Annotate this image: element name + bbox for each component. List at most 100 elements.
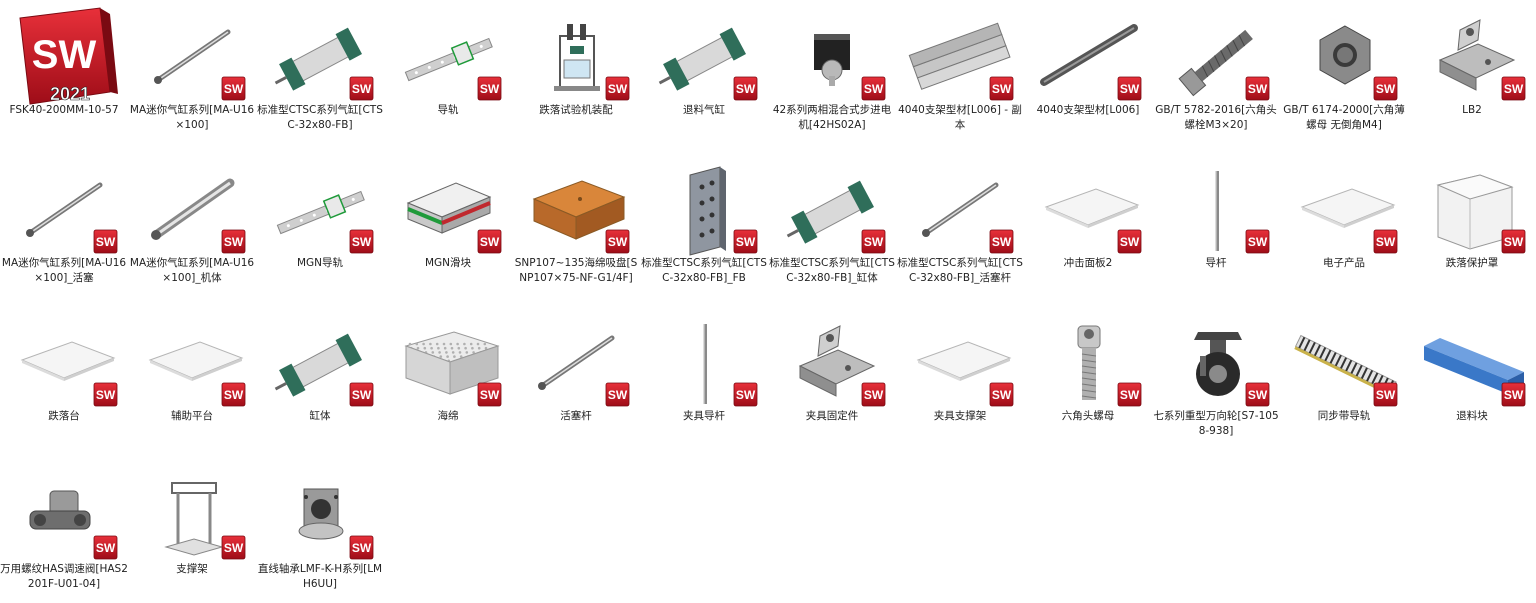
solidworks-badge-icon: SW (1373, 76, 1398, 101)
file-item[interactable]: SW 直线轴承LMF-K-H系列[LMH6UU] (256, 459, 384, 599)
svg-text:SW: SW (96, 541, 116, 555)
file-name-label: 活塞杆 (560, 410, 592, 422)
solidworks-badge-icon: SW (605, 229, 630, 254)
solidworks-badge-icon: SW (1501, 382, 1526, 407)
file-item[interactable]: SW GB/T 6174-2000[六角薄螺母 无倒角M4] (1280, 0, 1408, 140)
file-item[interactable]: SW 42系列两相混合式步进电机[42HS02A] (768, 0, 896, 140)
svg-text:SW: SW (1504, 235, 1524, 249)
file-item[interactable]: SW GB/T 5782-2016[六角头螺栓M3×20] (1152, 0, 1280, 140)
file-name-label: 夹具固定件 (805, 410, 859, 422)
file-item[interactable]: SW 六角头螺母 (1024, 306, 1152, 446)
part-thumbnail-icon (522, 163, 632, 259)
file-item[interactable]: SW 支撑架 (128, 459, 256, 599)
file-item[interactable]: SW 同步带导轨 (1280, 306, 1408, 446)
svg-text:SW: SW (736, 388, 756, 402)
svg-text:SW: SW (864, 388, 884, 402)
file-name-label: 跌落台 (48, 410, 80, 422)
file-item[interactable]: SW 辅助平台 (128, 306, 256, 446)
file-item[interactable]: SW 标准型CTSC系列气缸[CTSC-32x80-FB]_活塞杆 (896, 153, 1024, 293)
file-item[interactable]: SW MGN导轨 (256, 153, 384, 293)
part-thumbnail-icon (1034, 316, 1144, 412)
file-item[interactable]: SW 4040支架型材[L006] (1024, 0, 1152, 140)
part-thumbnail-icon (10, 163, 120, 259)
part-thumbnail-icon (778, 163, 888, 259)
part-thumbnail-icon (650, 10, 760, 106)
file-name-label: 4040支架型材[L006] (1036, 104, 1140, 116)
solidworks-badge-icon: SW (1501, 229, 1526, 254)
solidworks-badge-icon: SW (989, 229, 1014, 254)
file-item[interactable]: SW 退料气缸 (640, 0, 768, 140)
svg-text:SW: SW (1248, 235, 1268, 249)
file-item[interactable]: SW 跌落试验机装配 (512, 0, 640, 140)
part-thumbnail-icon (1034, 163, 1144, 259)
file-name-label: MGN滑块 (424, 257, 472, 269)
file-item[interactable]: SW MA迷你气缸系列[MA-U16×100]_活塞 (0, 153, 128, 293)
part-thumbnail-icon (138, 316, 248, 412)
solidworks-badge-icon: SW (733, 229, 758, 254)
file-item[interactable]: SW 标准型CTSC系列气缸[CTSC-32x80-FB] (256, 0, 384, 140)
file-item[interactable]: SW 导轨 (384, 0, 512, 140)
solidworks-badge-icon: SW (1501, 76, 1526, 101)
file-item[interactable]: SW 跌落台 (0, 306, 128, 446)
file-name-label: LB2 (1462, 104, 1482, 116)
part-thumbnail-icon (906, 10, 1016, 106)
file-item[interactable]: SW 导杆 (1152, 153, 1280, 293)
file-item[interactable]: SW 活塞杆 (512, 306, 640, 446)
file-item[interactable]: SW 电子产品 (1280, 153, 1408, 293)
svg-text:2021: 2021 (50, 84, 90, 104)
solidworks-badge-icon: SW (989, 382, 1014, 407)
file-item[interactable]: SW 冲击面板2 (1024, 153, 1152, 293)
svg-text:SW: SW (608, 82, 628, 96)
file-item[interactable]: SW MGN滑块 (384, 153, 512, 293)
file-item[interactable]: SW MA迷你气缸系列[MA-U16×100] (128, 0, 256, 140)
solidworks-badge-icon: SW (1117, 382, 1142, 407)
file-name-label: 六角头螺母 (1061, 410, 1115, 422)
part-thumbnail-icon (1418, 10, 1528, 106)
file-item[interactable]: SW 海绵 (384, 306, 512, 446)
file-name-label: 缸体 (309, 410, 331, 422)
file-item[interactable]: SW 标准型CTSC系列气缸[CTSC-32x80-FB]_缸体 (768, 153, 896, 293)
svg-text:SW: SW (1504, 388, 1524, 402)
file-item[interactable]: SW 万用螺纹HAS调速阀[HAS2201F-U01-04] (0, 459, 128, 599)
part-thumbnail-icon (266, 316, 376, 412)
solidworks-badge-icon: SW (477, 76, 502, 101)
part-thumbnail-icon (1418, 163, 1528, 259)
file-name-label: 跌落保护罩 (1445, 257, 1499, 269)
solidworks-badge-icon: SW (1373, 382, 1398, 407)
file-item[interactable]: SW 夹具支撑架 (896, 306, 1024, 446)
svg-text:SW: SW (736, 235, 756, 249)
file-name-label: GB/T 6174-2000[六角薄螺母 无倒角M4] (1283, 104, 1405, 131)
file-item[interactable]: SW 夹具导杆 (640, 306, 768, 446)
file-item[interactable]: SW MA迷你气缸系列[MA-U16×100]_机体 (128, 153, 256, 293)
svg-text:SW: SW (224, 388, 244, 402)
part-thumbnail-icon (10, 469, 120, 565)
file-item[interactable]: SW 七系列重型万向轮[S7-1058-938] (1152, 306, 1280, 446)
file-item[interactable]: SW SNP107~135海绵吸盘[SNP107×75-NF-G1/4F] (512, 153, 640, 293)
part-thumbnail-icon (650, 163, 760, 259)
svg-text:SW: SW (864, 235, 884, 249)
file-name-label: 导轨 (437, 104, 459, 116)
solidworks-badge-icon: SW (477, 229, 502, 254)
file-item[interactable]: SW 标准型CTSC系列气缸[CTSC-32x80-FB]_FB (640, 153, 768, 293)
solidworks-badge-icon: SW (989, 76, 1014, 101)
part-thumbnail-icon (650, 316, 760, 412)
file-item[interactable]: SW LB2 (1408, 0, 1536, 140)
file-item[interactable]: SW 夹具固定件 (768, 306, 896, 446)
file-item[interactable]: SW 缸体 (256, 306, 384, 446)
svg-text:SW: SW (992, 388, 1012, 402)
solidworks-badge-icon: SW (477, 382, 502, 407)
solidworks-badge-icon: SW (221, 535, 246, 560)
file-item[interactable]: SW 跌落保护罩 (1408, 153, 1536, 293)
file-item[interactable]: SW 2021 FSK40-200MM-10-57 (0, 0, 128, 140)
svg-text:SW: SW (352, 82, 372, 96)
part-thumbnail-icon (1162, 316, 1272, 412)
file-name-label: 退料块 (1456, 410, 1488, 422)
file-name-label: 标准型CTSC系列气缸[CTSC-32x80-FB]_活塞杆 (897, 257, 1023, 284)
file-name-label: 标准型CTSC系列气缸[CTSC-32x80-FB] (257, 104, 383, 131)
file-item[interactable]: SW 退料块 (1408, 306, 1536, 446)
solidworks-badge-icon: SW (1117, 229, 1142, 254)
file-item[interactable]: SW 4040支架型材[L006] - 副本 (896, 0, 1024, 140)
part-thumbnail-icon (1290, 10, 1400, 106)
solidworks-badge-icon: SW (349, 229, 374, 254)
